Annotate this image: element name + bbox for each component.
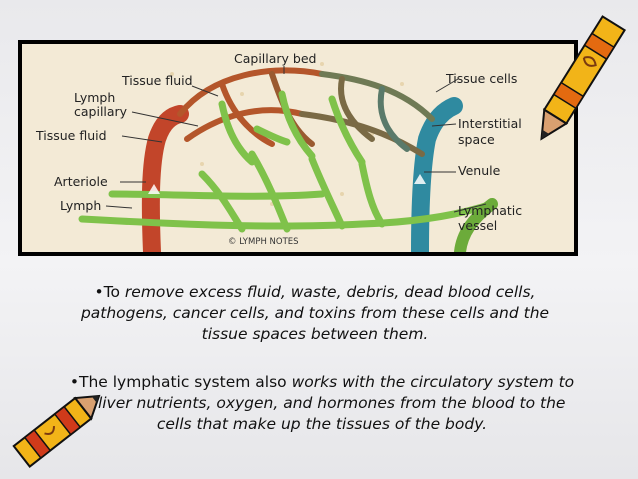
label-tissue-fluid-left: Tissue fluid [36, 128, 107, 143]
label-lymphatic-line1: Lymphatic [458, 203, 523, 218]
bullet2-marker: •The lymphatic system also [69, 373, 292, 391]
label-venule: Venule [458, 163, 501, 178]
bullet1-line1-plain: remove excess fluid, [124, 283, 286, 301]
arteriole-vessel [141, 105, 189, 252]
bullet-remove-fluid: •To remove excess fluid, waste, debris, … [50, 282, 580, 345]
label-lymph: Lymph [60, 198, 102, 213]
bullet1-line3: tissue spaces between them. [201, 325, 429, 343]
crayon-icon [12, 394, 101, 468]
label-arteriole: Arteriole [54, 174, 108, 189]
crayon-icon [540, 15, 626, 141]
label-interstitial-line1: Interstitial [458, 116, 522, 131]
lymph-diagram: Capillary bed Tissue fluid Lymph capilla… [18, 40, 578, 256]
bullet2-line3: cells that make up the tissues of the bo… [156, 415, 488, 433]
diagram-canvas: Capillary bed Tissue fluid Lymph capilla… [22, 44, 574, 252]
label-tissue-cells: Tissue cells [446, 71, 518, 86]
label-interstitial-line2: space [458, 132, 495, 147]
bullet2-line2: deliver nutrients, oxygen, and hormones … [78, 394, 566, 412]
label-lymph-capillary-line2: capillary [74, 104, 128, 119]
label-lymphatic-line2: vessel [458, 218, 498, 233]
bullet2-line1-italic: works with the circulatory system to [291, 373, 575, 391]
bullet1-line1: •To remove excess fluid, waste, debris, … [50, 282, 580, 303]
bullet-works-with-circulatory: •The lymphatic system also works with th… [42, 372, 602, 435]
bullet1-line2: pathogens, cancer cells, and toxins from… [80, 304, 550, 322]
label-capillary-bed: Capillary bed [234, 51, 317, 66]
diagram-artwork [22, 44, 574, 252]
label-tissue-fluid-top: Tissue fluid [122, 73, 193, 88]
label-lymph-capillary-line1: Lymph [74, 90, 116, 105]
bullet1-line1-italic: waste, debris, dead blood cells, [285, 283, 536, 301]
label-copyright: © LYMPH NOTES [228, 237, 299, 247]
bullet2-line1: •The lymphatic system also works with th… [42, 372, 602, 393]
bullet1-marker: •To [94, 283, 125, 301]
